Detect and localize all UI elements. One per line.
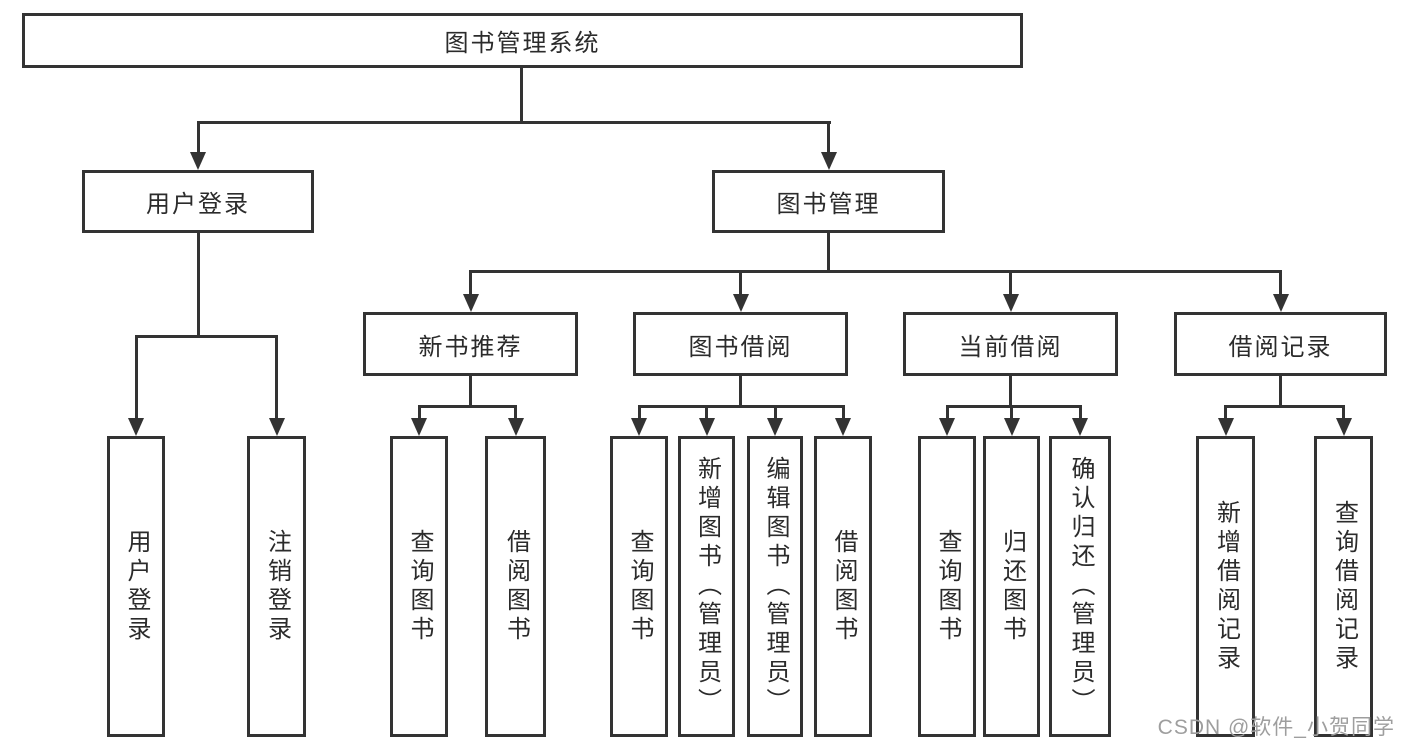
arrow-down-icon: [820, 152, 837, 170]
connector-to-leaf: [1078, 405, 1082, 421]
connector-currentborrow-split: [945, 405, 1082, 408]
arrow-down-icon: [1002, 294, 1019, 312]
connector-currentborrow-trunk: [1009, 376, 1012, 408]
node-root-label: 图书管理系统: [444, 30, 601, 57]
arrow-down-icon: [939, 418, 955, 436]
connector-to-leaf: [1342, 405, 1345, 421]
connector-to-leaf: [1224, 405, 1227, 421]
connector-to-level3: [1279, 270, 1282, 298]
leaf-borrow-add-admin: 新增图书（管理员）: [678, 436, 735, 737]
node-current-borrow-label: 当前借阅: [958, 333, 1063, 361]
arrow-down-icon: [631, 418, 647, 436]
connector-to-level3: [469, 270, 472, 298]
leaf-borrow-query-label: 查询图书: [626, 528, 653, 645]
arrow-down-icon: [462, 294, 479, 312]
connector-to-user-login: [196, 121, 200, 154]
connector-to-leaf: [841, 405, 845, 421]
leaf-records-add: 新增借阅记录: [1196, 436, 1255, 737]
leaf-borrow-edit-admin-label: 编辑图书（管理员）: [762, 456, 789, 717]
node-book-borrow: 图书借阅: [633, 312, 848, 376]
leaf-user-login-label: 用户登录: [123, 528, 150, 645]
connector-records-trunk: [1279, 376, 1282, 408]
node-root: 图书管理系统: [22, 13, 1023, 68]
node-user-login: 用户登录: [82, 170, 314, 233]
arrow-down-icon: [507, 418, 524, 436]
connector-to-leaf: [773, 405, 777, 421]
connector-user-login-split: [134, 335, 278, 338]
arrow-down-icon: [1217, 418, 1234, 436]
leaf-borrow-add-admin-label: 新增图书（管理员）: [693, 456, 721, 717]
arrow-down-icon: [1272, 294, 1289, 312]
leaf-current-query: 查询图书: [918, 436, 976, 737]
connector-bookborrow-trunk: [739, 376, 742, 408]
leaf-current-confirm-admin-label: 确认归还（管理员）: [1067, 456, 1094, 717]
arrow-down-icon: [190, 152, 206, 170]
connector-to-leaf: [514, 405, 517, 421]
node-book-borrow-label: 图书借阅: [688, 333, 793, 361]
connector-user-login-trunk: [196, 233, 200, 338]
leaf-current-return-label: 归还图书: [998, 528, 1026, 645]
arrow-down-icon: [1335, 418, 1352, 436]
node-borrow-records-label: 借阅记录: [1228, 333, 1333, 361]
node-book-management: 图书管理: [712, 170, 945, 233]
arrow-down-icon: [268, 418, 285, 436]
node-current-borrow: 当前借阅: [903, 312, 1118, 376]
leaf-current-query-label: 查询图书: [934, 528, 961, 645]
connector-to-leaf: [1010, 405, 1013, 421]
connector-to-book-management: [827, 121, 830, 154]
node-borrow-records: 借阅记录: [1174, 312, 1387, 376]
leaf-records-add-label: 新增借阅记录: [1212, 499, 1240, 674]
leaf-borrow-query: 查询图书: [610, 436, 668, 737]
arrow-down-icon: [1072, 418, 1088, 436]
node-book-management-label: 图书管理: [776, 191, 881, 218]
arrow-down-icon: [835, 418, 851, 436]
leaf-borrow-edit-admin: 编辑图书（管理员）: [747, 436, 803, 737]
leaf-user-login: 用户登录: [107, 436, 165, 737]
connector-to-leaf: [417, 405, 421, 421]
leaf-borrow-borrow-label: 借阅图书: [830, 528, 857, 645]
leaf-newbooks-query-label: 查询图书: [406, 528, 433, 645]
arrow-down-icon: [732, 294, 749, 312]
connector-to-leaf: [637, 405, 641, 421]
arrow-down-icon: [128, 418, 144, 436]
leaf-current-confirm-admin: 确认归还（管理员）: [1049, 436, 1111, 737]
leaf-newbooks-query: 查询图书: [390, 436, 448, 737]
watermark: CSDN @软件_小贺同学: [1157, 716, 1395, 739]
leaf-records-query: 查询借阅记录: [1314, 436, 1373, 737]
arrow-down-icon: [411, 418, 427, 436]
arrow-down-icon: [767, 418, 783, 436]
node-user-login-label: 用户登录: [146, 191, 250, 218]
connector-to-leaf: [945, 405, 949, 421]
connector-level3-split: [469, 270, 1282, 273]
connector-newbooks-split: [417, 405, 517, 408]
leaf-records-query-label: 查询借阅记录: [1330, 499, 1358, 674]
connector-root-trunk: [519, 68, 523, 124]
leaf-newbooks-borrow: 借阅图书: [485, 436, 546, 737]
leaf-current-return: 归还图书: [983, 436, 1040, 737]
connector-book-management-trunk: [827, 233, 830, 273]
leaf-logout-label: 注销登录: [263, 528, 291, 645]
connector-to-leaf: [134, 335, 138, 420]
leaf-logout: 注销登录: [247, 436, 306, 737]
leaf-newbooks-borrow-label: 借阅图书: [502, 528, 530, 645]
arrow-down-icon: [698, 418, 715, 436]
leaf-borrow-borrow: 借阅图书: [814, 436, 872, 737]
connector-level2-split: [196, 121, 831, 124]
arrow-down-icon: [1003, 418, 1020, 436]
connector-to-level3: [739, 270, 742, 298]
connector-to-leaf: [705, 405, 708, 421]
connector-bookborrow-split: [637, 405, 845, 408]
node-new-book-recommend: 新书推荐: [363, 312, 578, 376]
connector-newbooks-trunk: [469, 376, 472, 408]
connector-records-split: [1224, 405, 1345, 408]
connector-to-leaf: [275, 335, 278, 420]
connector-to-level3: [1009, 270, 1012, 298]
node-new-book-recommend-label: 新书推荐: [418, 333, 523, 361]
